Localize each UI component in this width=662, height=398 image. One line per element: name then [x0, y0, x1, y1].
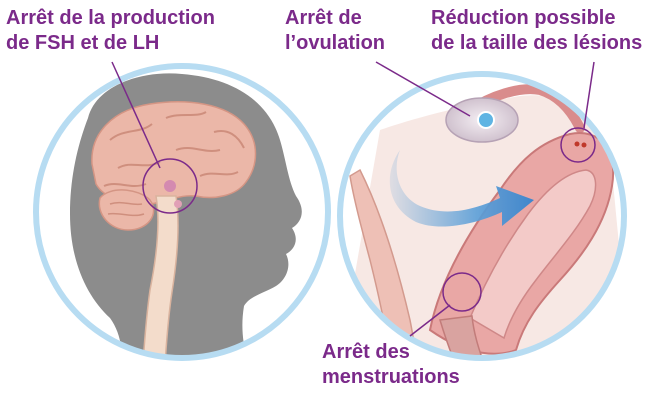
oocyte [478, 112, 494, 128]
label-lesions: Réduction possible de la taille des lési… [431, 6, 642, 56]
label-lesions-line2: de la taille des lésions [431, 31, 642, 56]
lesion-dot [582, 143, 587, 148]
uterus-circle [340, 74, 630, 370]
label-menstruations-line1: Arrêt des [322, 340, 460, 365]
head-circle [36, 66, 328, 380]
label-ovulation: Arrêt de l’ovulation [285, 6, 385, 56]
label-lesions-line1: Réduction possible [431, 6, 642, 31]
label-menstruations-line2: menstruations [322, 365, 460, 390]
callout-line-lesions [584, 62, 594, 128]
pituitary-gland [164, 180, 176, 192]
lesion-dot [575, 142, 580, 147]
label-ovulation-line1: Arrêt de [285, 6, 385, 31]
label-menstruations: Arrêt des menstruations [322, 340, 460, 390]
label-fsh-lh: Arrêt de la production de FSH et de LH [6, 6, 215, 56]
label-ovulation-line2: l’ovulation [285, 31, 385, 56]
label-fsh-lh-line2: de FSH et de LH [6, 31, 215, 56]
label-fsh-lh-line1: Arrêt de la production [6, 6, 215, 31]
